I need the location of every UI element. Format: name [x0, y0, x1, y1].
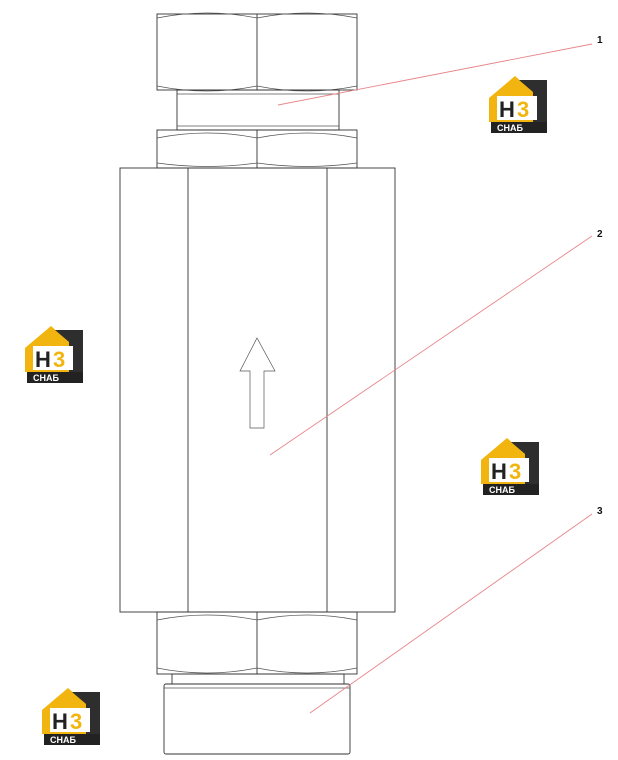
leader-line-2 — [269, 235, 593, 456]
svg-text:СНАБ: СНАБ — [33, 373, 59, 383]
main-body — [119, 167, 396, 613]
svg-text:3: 3 — [70, 709, 82, 734]
svg-text:H: H — [35, 347, 51, 372]
svg-text:3: 3 — [517, 97, 529, 122]
svg-text:СНАБ: СНАБ — [489, 485, 515, 495]
svg-text:СНАБ: СНАБ — [497, 123, 523, 133]
bottom-fitting — [163, 673, 351, 755]
svg-text:H: H — [52, 709, 68, 734]
svg-text:H: H — [491, 459, 507, 484]
flow-arrow-icon — [239, 337, 276, 429]
watermark-logo: H 3 СНАБ — [25, 326, 83, 383]
leader-line-1 — [277, 43, 593, 106]
top-hex-nut — [156, 12, 358, 92]
top-neck — [176, 89, 340, 131]
svg-text:H: H — [499, 97, 515, 122]
watermark-logo: H 3 СНАБ — [42, 688, 100, 745]
lower-hex-nut — [156, 611, 358, 675]
svg-text:СНАБ: СНАБ — [50, 735, 76, 745]
upper-hex — [156, 129, 358, 169]
watermark-logo: H 3 СНАБ — [489, 76, 547, 133]
callout-number-1: 1 — [597, 35, 603, 46]
callout-number-3: 3 — [597, 506, 603, 517]
svg-text:3: 3 — [509, 459, 521, 484]
callout-number-2: 2 — [597, 229, 603, 240]
leader-line-3 — [309, 513, 593, 714]
watermark-logo: H 3 СНАБ — [481, 438, 539, 495]
svg-text:3: 3 — [53, 347, 65, 372]
